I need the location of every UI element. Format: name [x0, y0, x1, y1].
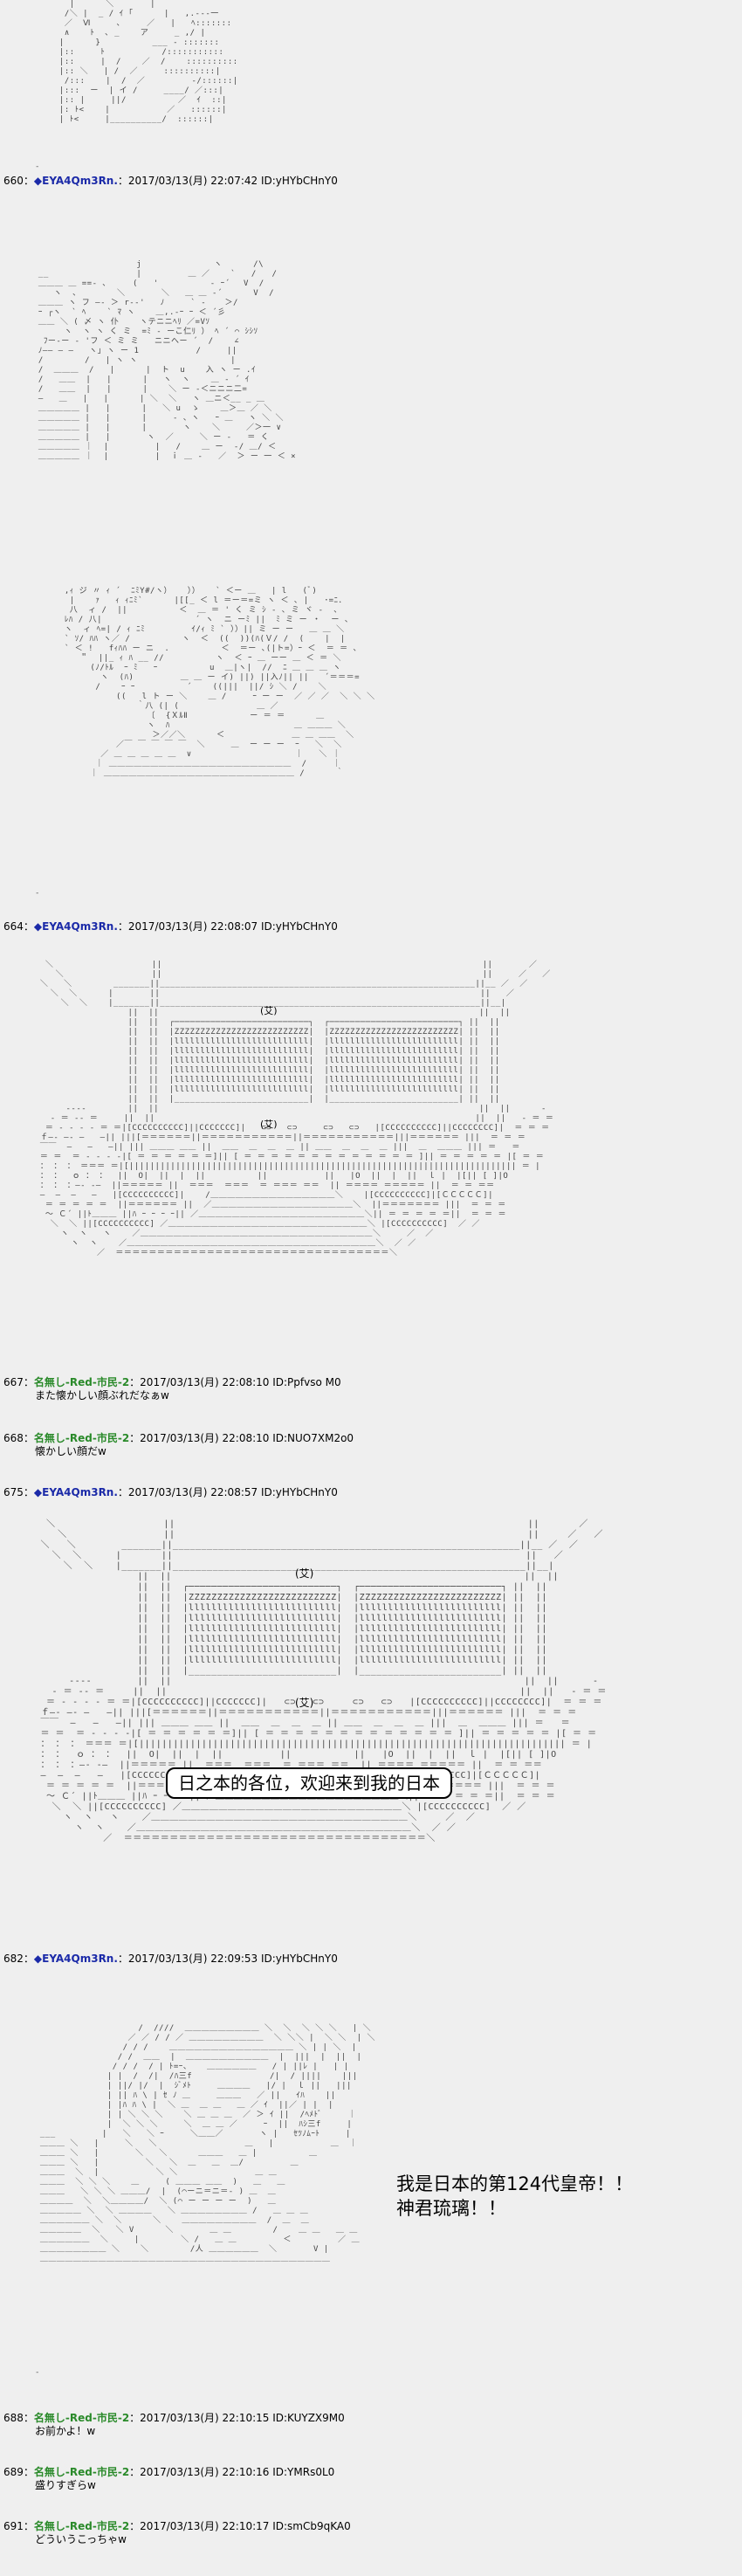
post-header-691: 691：名無し-Red-市民-2：2017/03/13(月) 22:10:17 … [3, 2520, 351, 2532]
stray-dot: - [35, 889, 40, 898]
post-number: 664： [3, 920, 34, 933]
post-number: 675： [3, 1486, 34, 1498]
gate-sign: (艾) [295, 1567, 314, 1580]
post-number: 667： [3, 1376, 34, 1388]
post-body-668: 懐かしい顔だw [35, 1445, 106, 1457]
post-meta: ：2017/03/13(月) 22:08:10 ID:Ppfvso M0 [129, 1376, 341, 1388]
post-body-691: どういうこっちゃw [35, 2533, 127, 2545]
post-meta: ：2017/03/13(月) 22:09:53 ID:yHYbCHnY0 [117, 1953, 338, 1965]
post-header-689: 689：名無し-Red-市民-2：2017/03/13(月) 22:10:16 … [3, 2466, 334, 2478]
post-header-688: 688：名無し-Red-市民-2：2017/03/13(月) 22:10:15 … [3, 2412, 345, 2424]
post-number: 668： [3, 1432, 34, 1444]
post-number: 682： [3, 1953, 34, 1965]
poster-name[interactable]: 名無し-Red-市民-2 [33, 2466, 130, 2478]
gate-sign: (艾) [295, 1697, 314, 1709]
post-header-660: 660：◆EYA4Qm3Rn.：2017/03/13(月) 22:07:42 I… [3, 175, 338, 187]
poster-name[interactable]: 名無し-Red-市民-2 [33, 2412, 130, 2424]
post-header-682: 682：◆EYA4Qm3Rn.：2017/03/13(月) 22:09:53 I… [3, 1953, 338, 1965]
poster-name[interactable]: 名無し-Red-市民-2 [33, 1432, 130, 1444]
post-meta: ：2017/03/13(月) 22:10:15 ID:KUYZX9M0 [129, 2412, 345, 2424]
ascii-art-top: | ＼ | ￣￣￣ /＼ | _ / ｲ ｢ | ,.--‐一 ／ Ⅵ ､ ／ … [58, 0, 238, 124]
post-number: 688： [3, 2412, 34, 2424]
poster-name[interactable]: 名無し-Red-市民-2 [33, 2520, 130, 2532]
welcome-banner: 日之本的各位，欢迎来到我的日本 [166, 1767, 452, 1799]
poster-name[interactable]: ◆EYA4Qm3Rn. [33, 1486, 118, 1498]
post-body-688: お前かよ！w [35, 2425, 96, 2437]
post-meta: ：2017/03/13(月) 22:10:17 ID:smCb9qKA0 [129, 2520, 351, 2532]
post-header-667: 667：名無し-Red-市民-2：2017/03/13(月) 22:08:10 … [3, 1376, 341, 1388]
post-meta: ：2017/03/13(月) 22:08:10 ID:NUO7XM2o0 [129, 1432, 354, 1444]
poster-name[interactable]: ◆EYA4Qm3Rn. [33, 1953, 118, 1965]
post-meta: ：2017/03/13(月) 22:08:07 ID:yHYbCHnY0 [117, 920, 338, 933]
post-body-667: また懐かしい顔ぶれだなぁw [35, 1389, 169, 1402]
gate-art-664: ＼ || || ／ ＼ || || ／ ／ ＼ ＼ [35, 961, 553, 1319]
gate-art-675-frame: ＼ || || ／ ＼ || || ／ ／ ＼ ＼ [40, 1519, 607, 1843]
post-meta: ：2017/03/13(月) 22:10:16 ID:YMRs0L0 [129, 2466, 335, 2478]
poster-name[interactable]: ◆EYA4Qm3Rn. [33, 920, 118, 933]
post-number: 691： [3, 2520, 34, 2532]
ascii-art-660-b: ,ｨ ジ 〃 ｨ ´ ﾆﾐY#/ヽ） ）） ` ＜ー ＿ | l (ﾞ) | ｧ… [64, 587, 375, 778]
post-header-675: 675：◆EYA4Qm3Rn.：2017/03/13(月) 22:08:57 I… [3, 1486, 338, 1498]
post-header-664: 664：◆EYA4Qm3Rn.：2017/03/13(月) 22:08:07 I… [3, 920, 338, 933]
ascii-art-682: / //// ＿＿＿＿＿＿＿＿＿ ＼ ＼ ＼ ＼ ＼ | ＼ ／ ／ / / ／… [39, 2024, 375, 2263]
post-number: 660： [3, 175, 34, 187]
emperor-line-1: 我是日本的第124代皇帝！！ [396, 2173, 634, 2194]
stray-dot: - [35, 2368, 40, 2377]
emperor-line-2: 神君琉璃！！ [396, 2198, 506, 2219]
stray-dot: - [35, 162, 40, 171]
poster-name[interactable]: ◆EYA4Qm3Rn. [33, 175, 118, 187]
gate-sign: (艾) [260, 1119, 278, 1130]
gate-art-664-frame: ＼ || || ／ ＼ || || ／ ／ ＼ ＼ [39, 961, 554, 1257]
poster-name[interactable]: 名無し-Red-市民-2 [33, 1376, 130, 1388]
ascii-art-660-a: j ヽ /\ __ | ＿ ／ ` / / ＿＿＿ ＿ ==- ､ ( ' ‐ … [38, 260, 297, 461]
post-body-689: 盛りすぎらw [35, 2479, 96, 2491]
post-meta: ：2017/03/13(月) 22:07:42 ID:yHYbCHnY0 [117, 175, 338, 187]
post-meta: ：2017/03/13(月) 22:08:57 ID:yHYbCHnY0 [117, 1486, 338, 1498]
post-number: 689： [3, 2466, 34, 2478]
gate-sign: (艾) [260, 1005, 278, 1016]
post-header-668: 668：名無し-Red-市民-2：2017/03/13(月) 22:08:10 … [3, 1432, 354, 1444]
gate-art-675: ＼ || || ／ ＼ || || ／ ／ ＼ ＼ [35, 1519, 611, 1921]
